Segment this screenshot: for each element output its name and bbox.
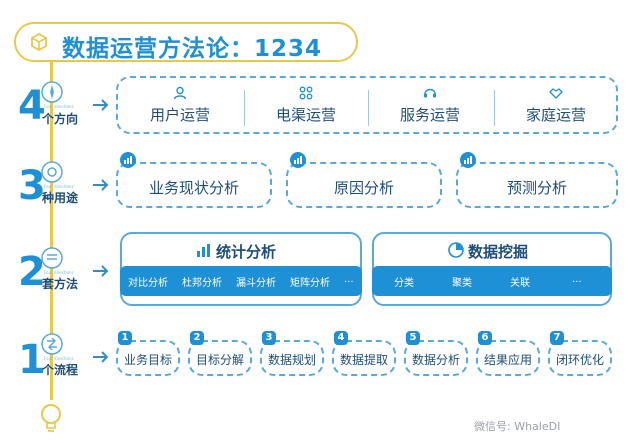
page-title: 数据运营方法论：1234 [62,36,323,62]
step-label: 目标分解 [195,353,244,367]
use-box-status: 业务现状分析 [116,162,272,208]
process-step: 数据规划 [260,340,324,376]
row-label-uses: 种用途 [42,191,79,205]
watermark: 微信号: WhaleDI [474,420,561,433]
divider [368,90,369,126]
step-label: 数据分析 [411,353,460,367]
list-icon [41,247,63,269]
direction-label: 服务运营 [399,106,460,124]
method-chip-more: ... [572,274,582,285]
process-step: 业务目标 [116,340,180,376]
row-tiny-caption: Four directions [44,270,74,275]
user-icon [173,86,187,100]
step-number: 5 [406,331,420,345]
chart-person-icon [460,152,476,168]
method-chip: 关联 [510,278,530,289]
flow-icon [41,333,63,355]
headset-icon [424,88,436,98]
pie-chart-icon [448,242,464,258]
lightbulb-icon [41,404,61,432]
step-number: 7 [550,331,564,345]
row-number-4: 4 [18,83,46,129]
grid-icon [299,86,313,100]
process-step: 目标分解 [188,340,252,376]
process-step: 数据提取 [332,340,396,376]
method-chip: 对比分析 [128,278,168,289]
direction-label: 用户运营 [149,106,210,124]
step-label: 数据规划 [267,353,316,367]
process-step: 数据分析 [404,340,468,376]
method-chip: 分类 [394,278,414,289]
step-number: 2 [190,331,204,345]
arrow-right-icon [93,265,109,277]
method-chip: 漏斗分析 [236,278,276,289]
step-number: 1 [118,331,132,345]
row-number-2: 2 [18,249,46,295]
process-step: 闭环优化 [548,340,612,376]
step-number: 3 [262,331,276,345]
method-chip-bar: 分类 聚类 关联 ... [372,266,612,296]
row-tiny-caption: Four directions [44,184,74,189]
method-chip-more: ... [344,274,354,285]
arrow-right-icon [93,179,109,191]
row-tiny-caption: Four directions [44,356,74,361]
timeline-guide [50,62,53,400]
row-number-3: 3 [18,163,46,209]
target-icon [41,161,63,183]
title-frame [14,22,358,62]
step-label: 业务目标 [123,353,172,367]
method-chip: 矩阵分析 [290,278,330,289]
step-label: 闭环优化 [555,353,604,367]
use-box-forecast: 预测分析 [456,162,618,208]
directions-container [116,76,618,134]
method-chip: 聚类 [452,278,472,289]
divider [244,90,245,126]
direction-label: 家庭运营 [525,106,586,124]
use-label: 业务现状分析 [148,179,239,197]
use-box-cause: 原因分析 [286,162,442,208]
row-label-process: 个流程 [42,363,79,377]
arrow-right-icon [93,99,109,111]
method-chip-bar: 对比分析 杜邦分析 漏斗分析 矩阵分析 ... [120,266,362,296]
divider [494,90,495,126]
process-step: 结果应用 [476,340,540,376]
direction-user: 用户运营 [124,82,236,132]
handshake-icon [549,88,563,99]
use-label: 预测分析 [506,179,567,197]
direction-family: 家庭运营 [500,82,612,132]
row-label-directions: 个方向 [42,112,79,126]
use-label: 原因分析 [333,179,394,197]
direction-channel: 电渠运营 [250,82,362,132]
method-chip: 杜邦分析 [182,278,222,289]
bar-chart-icon [197,244,210,257]
chart-person-icon [120,152,136,168]
direction-label: 电渠运营 [275,106,336,124]
method-title: 数据挖掘 [468,243,529,261]
row-number-1: 1 [18,337,46,383]
arrow-right-icon [93,351,109,363]
step-number: 4 [334,331,348,345]
chart-person-icon [290,152,306,168]
step-number: 6 [478,331,492,345]
row-tiny-caption: Four directions [44,104,74,109]
compass-icon [41,81,63,103]
cube-icon [31,33,47,51]
row-label-methods: 套方法 [42,277,79,291]
method-title: 统计分析 [216,243,277,261]
step-label: 结果应用 [483,353,532,367]
direction-service: 服务运营 [374,82,486,132]
step-label: 数据提取 [339,353,388,367]
